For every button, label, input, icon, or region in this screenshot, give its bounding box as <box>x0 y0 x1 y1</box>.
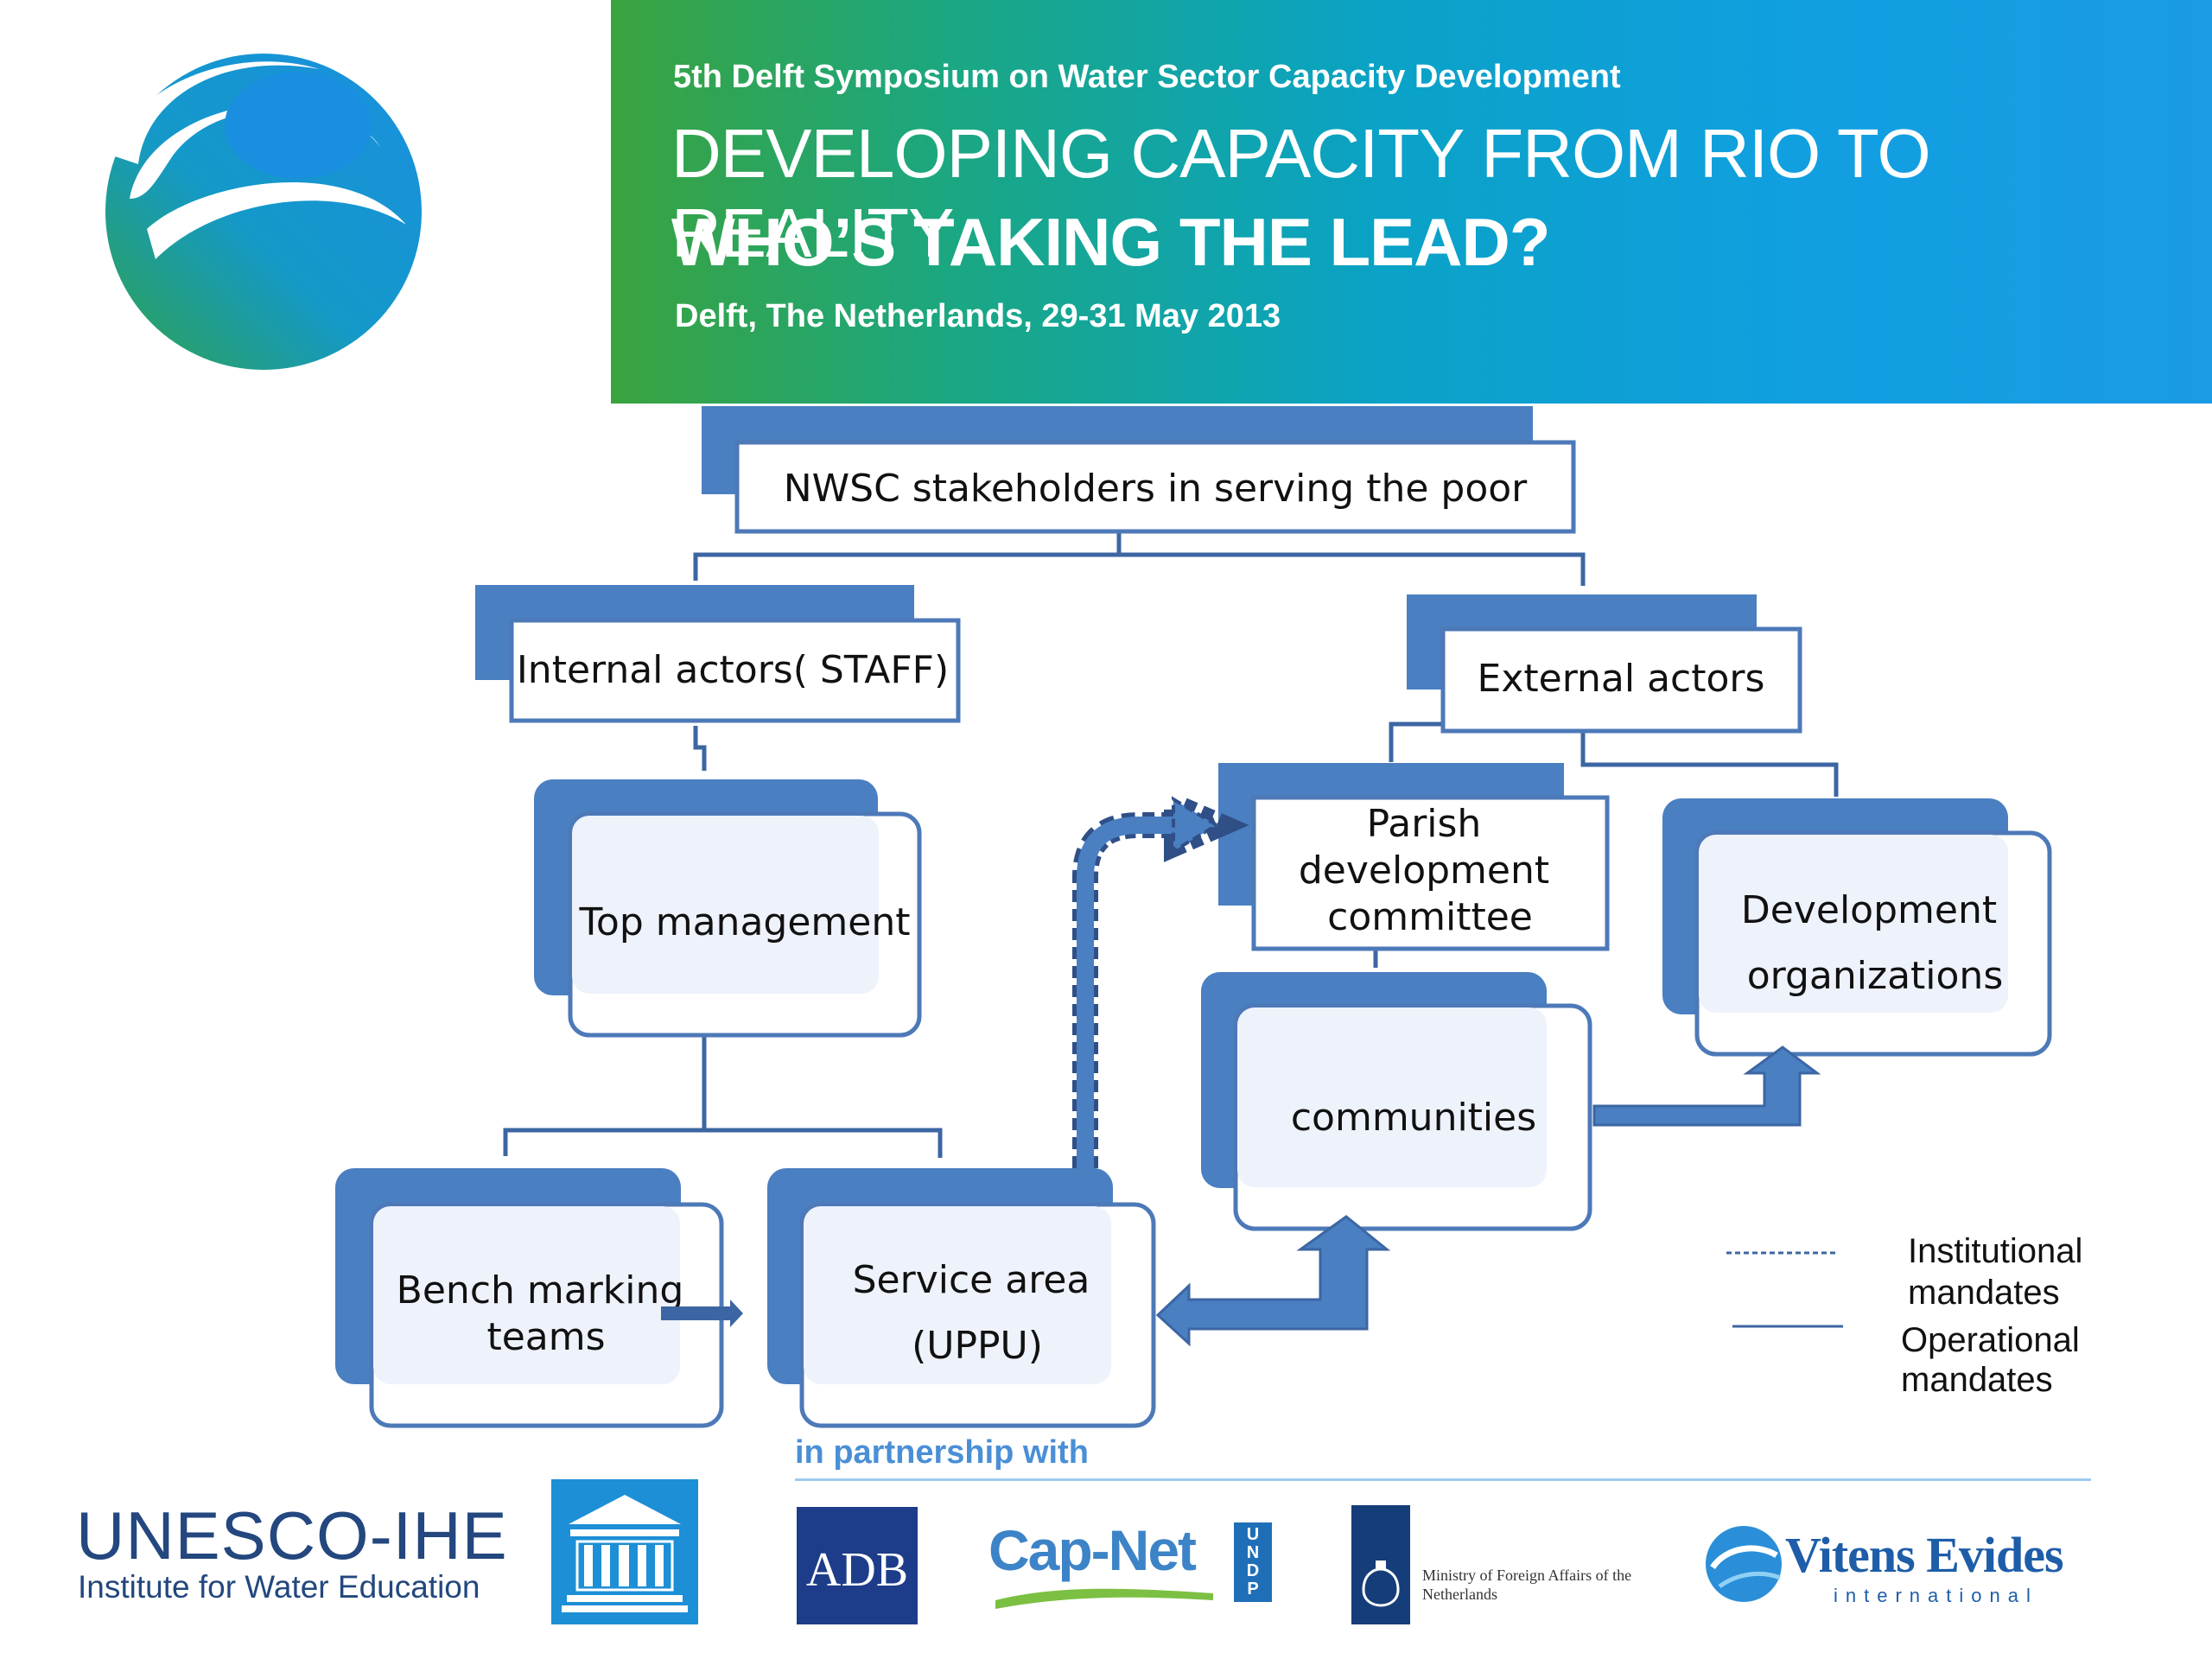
legend-operational-line2: mandates <box>1901 1361 2053 1399</box>
capnet-logo-text: Cap-Net <box>988 1518 1197 1582</box>
node-bench-marking-teams: Bench marking teams <box>335 1168 724 1428</box>
node-parish-label: Parish development committee <box>1299 802 1561 939</box>
node-parish-label-line1: Parish <box>1367 802 1482 846</box>
node-external-actors: External actors <box>1407 594 1802 734</box>
legend-institutional-line2: mandates <box>1908 1274 2060 1312</box>
node-service-area-label-line1: Service area <box>853 1258 1090 1302</box>
vitens-evides-logo-text: Vitens Evides <box>1785 1527 2064 1583</box>
node-parish-label-line3: committee <box>1327 895 1533 939</box>
undp-letter-n: N <box>1246 1543 1260 1562</box>
node-bench-marking-label-line1: Bench marking <box>397 1268 684 1313</box>
arrow-communities-to-development <box>1592 1046 1821 1127</box>
unesco-ihe-subtitle: Institute for Water Education <box>78 1569 480 1605</box>
arrow-service-to-parish-dashed <box>1072 788 1249 1168</box>
banner-location-date: Delft, The Netherlands, 29-31 May 2013 <box>675 298 1281 334</box>
undp-logo-text: U N D P <box>1234 1526 1272 1599</box>
arrow-bench-to-service <box>661 1300 743 1327</box>
node-internal-actors-label: Internal actors( STAFF) <box>517 648 949 692</box>
node-bench-marking-label-line2: teams <box>486 1315 605 1359</box>
undp-letter-u: U <box>1246 1525 1260 1544</box>
banner-title-line2: WHO’S TAKING THE LEAD? <box>671 204 1550 280</box>
node-bench-marking-label: Bench marking teams <box>397 1268 696 1359</box>
vitens-globe-icon <box>1706 1526 1782 1602</box>
stakeholder-diagram: NWSC stakeholders in serving the poor In… <box>335 406 2052 1428</box>
minbuza-logo-text: Ministry of Foreign Affairs of the Nethe… <box>1422 1567 1632 1603</box>
adb-logo-text: ADB <box>805 1543 909 1597</box>
node-parish-label-line2: development <box>1299 849 1549 893</box>
unesco-temple-icon <box>562 1495 688 1612</box>
capnet-wave-icon <box>995 1588 1213 1609</box>
adb-logo-box <box>797 1507 918 1624</box>
node-parish-committee: Parish development committee <box>1218 763 1610 951</box>
partnership-divider <box>795 1478 2091 1481</box>
legend-operational-label: Operational mandates <box>1901 1320 2080 1400</box>
vitens-evides-subtitle: international <box>1834 1585 2038 1606</box>
symposium-globe-logo <box>105 54 422 370</box>
undp-letter-p: P <box>1247 1580 1259 1599</box>
legend-institutional-line1: Institutional <box>1908 1232 2083 1270</box>
undp-letter-d: D <box>1246 1561 1260 1580</box>
node-external-actors-label: External actors <box>1478 657 1765 701</box>
arrow-service-to-parish-dashed-head <box>1172 796 1220 855</box>
node-internal-actors: Internal actors( STAFF) <box>475 585 961 723</box>
minbuza-logo-bar <box>1351 1505 1410 1624</box>
node-root: NWSC stakeholders in serving the poor <box>702 406 1576 534</box>
node-development-orgs-label-line2: organizations <box>1747 954 2004 998</box>
node-development-orgs-label-line1: Development <box>1741 888 1997 932</box>
node-communities: communities <box>1201 972 1592 1231</box>
unesco-ihe-logo-text: UNESCO-IHE <box>76 1497 508 1573</box>
banner-title-line1: DEVELOPING CAPACITY FROM RIO TO REALITY <box>671 115 1931 271</box>
legend-operational-line1: Operational <box>1901 1321 2080 1359</box>
undp-logo-box <box>1234 1522 1272 1602</box>
node-development-orgs-label: Development organizations <box>1741 888 2009 998</box>
arrow-service-to-parish-dashed-fill <box>1077 817 1177 1168</box>
node-development-organizations: Development organizations <box>1662 798 2052 1057</box>
symposium-banner: 5th Delft Symposium on Water Sector Capa… <box>611 0 2212 404</box>
node-service-area: Service area (UPPU) <box>767 1168 1156 1428</box>
node-service-area-label: Service area (UPPU) <box>853 1258 1103 1368</box>
connector-lines <box>503 531 1839 1158</box>
node-top-management: Top management <box>534 779 922 1038</box>
partnership-heading: in partnership with <box>795 1434 1089 1471</box>
arrow-service-communities <box>1155 1215 1391 1347</box>
banner-subtitle: 5th Delft Symposium on Water Sector Capa… <box>673 59 1621 95</box>
unesco-temple-logo <box>551 1479 698 1624</box>
node-root-label: NWSC stakeholders in serving the poor <box>784 467 1528 511</box>
legend-institutional-label: Institutional mandates <box>1908 1230 2082 1313</box>
node-communities-label: communities <box>1291 1096 1536 1140</box>
node-top-management-label: Top management <box>579 900 911 944</box>
netherlands-crest-icon <box>1362 1560 1400 1607</box>
node-service-area-label-line2: (UPPU) <box>912 1324 1043 1368</box>
